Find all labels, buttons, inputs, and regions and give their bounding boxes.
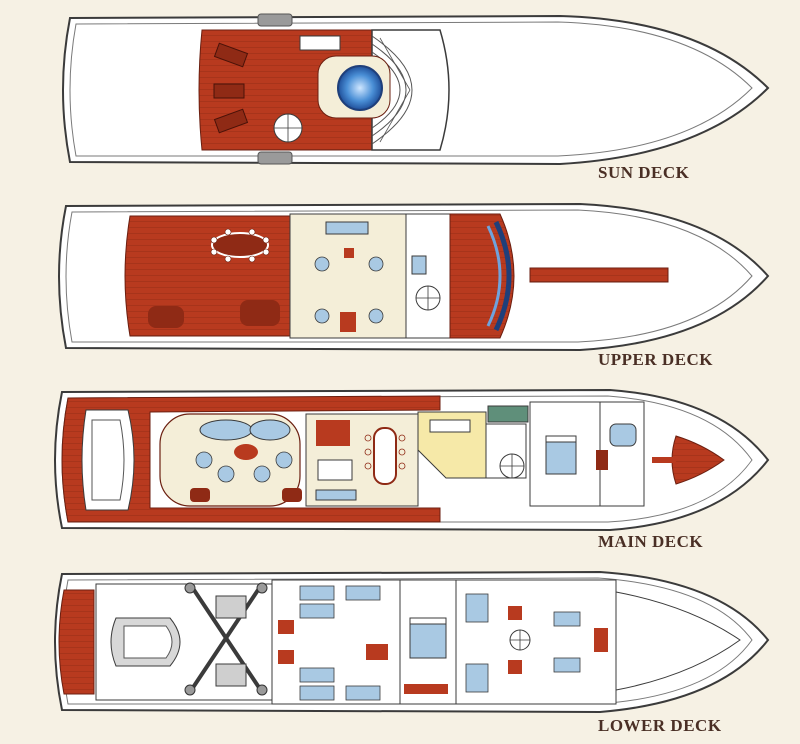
main-dining-table <box>373 427 397 485</box>
crew-cabins <box>271 579 401 705</box>
lower-deck-label: LOWER DECK <box>598 716 722 735</box>
upper-deck-label: UPPER DECK <box>598 350 714 369</box>
dining-table <box>211 232 269 258</box>
main-deck-label: MAIN DECK <box>598 532 704 551</box>
sun-deck <box>62 13 770 166</box>
jacuzzi <box>337 65 383 111</box>
foredeck-walkway <box>529 267 669 283</box>
main-deck <box>54 388 770 532</box>
coffee-table <box>234 444 258 460</box>
wheelhouse <box>449 213 515 339</box>
lower-deck <box>54 570 770 714</box>
upper-deck <box>58 202 770 352</box>
sun-deck-label: SUN DECK <box>598 163 690 182</box>
